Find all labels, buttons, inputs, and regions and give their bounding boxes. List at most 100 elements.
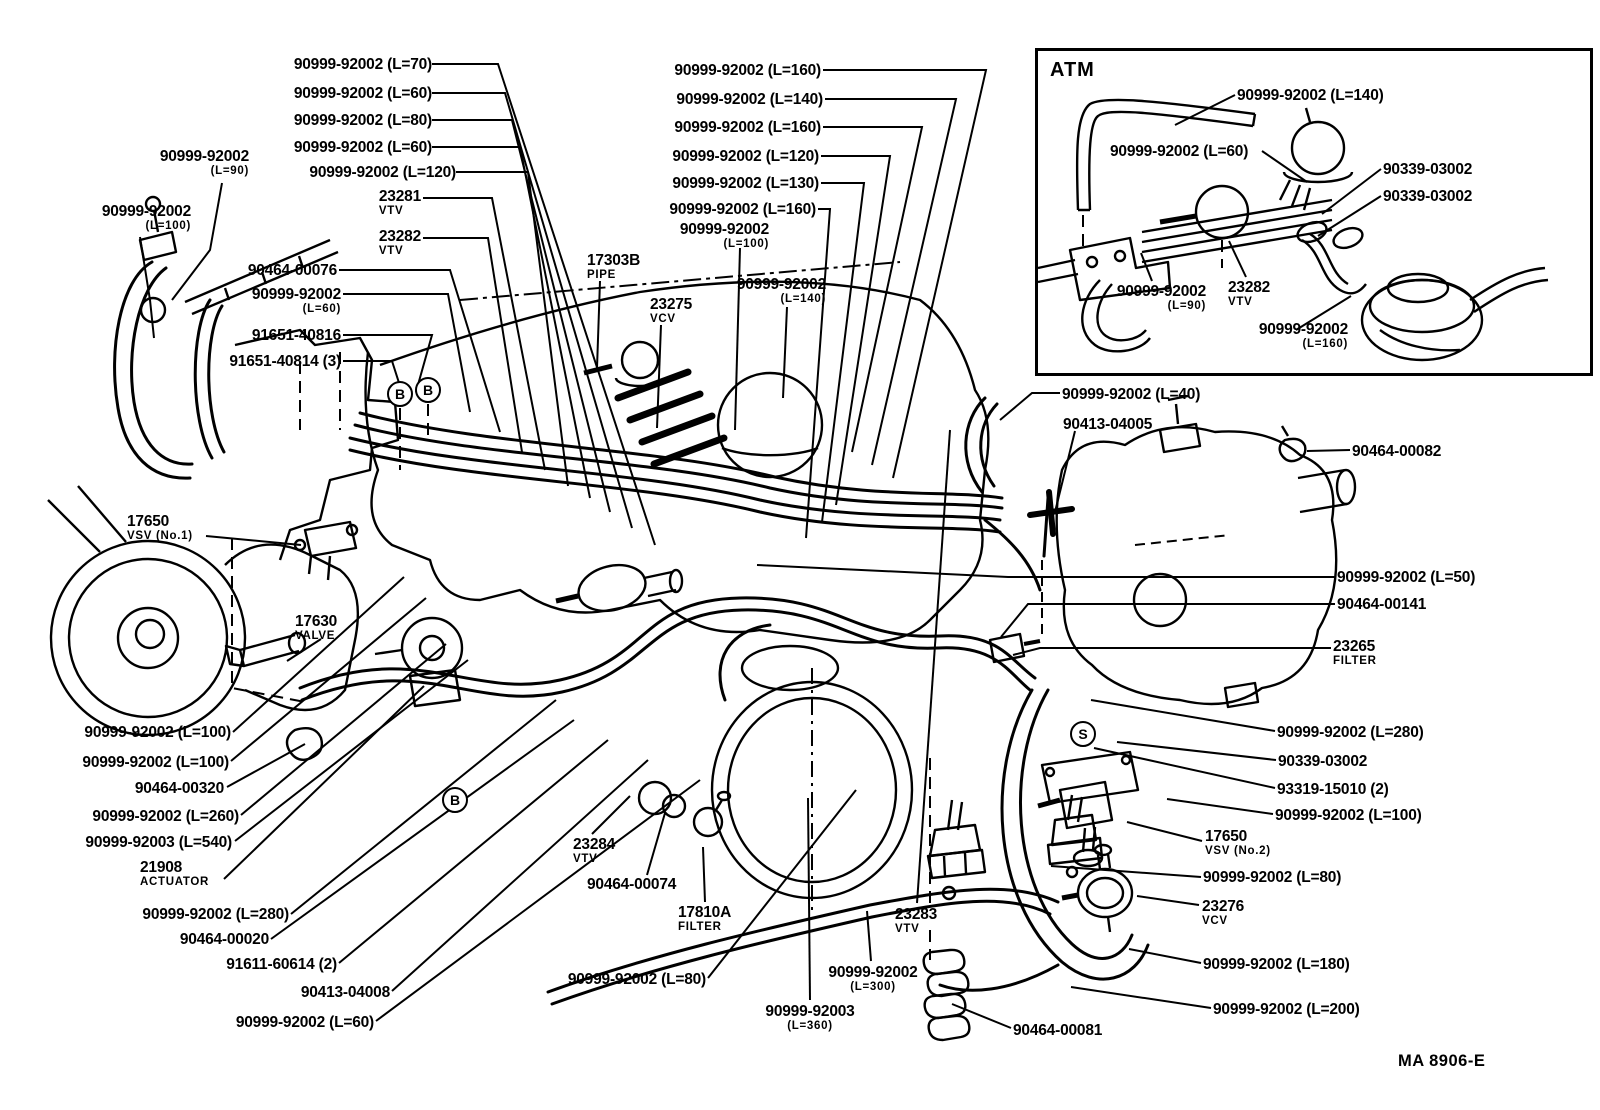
marker-circle-b: B <box>415 377 441 403</box>
part-label-90999-92002-l140: 90999-92002 (L=140) <box>676 91 823 108</box>
part-label-90999-92002-l130: 90999-92002 (L=130) <box>672 175 819 192</box>
part-label-90464-00082: 90464-00082 <box>1352 443 1442 460</box>
marker-letter: B <box>394 386 406 402</box>
leader-lines <box>139 63 1382 1029</box>
vcv-23275 <box>614 340 666 388</box>
part-label-90999-92002-l160: 90999-92002 (L=160) <box>674 62 821 79</box>
sensor-switches <box>926 794 1104 901</box>
marker-circle-s: S <box>1070 721 1096 747</box>
clamp-90464-00320 <box>285 727 324 761</box>
marker-circle-b: B <box>442 787 468 813</box>
marker-letter: B <box>422 382 434 398</box>
part-label-atm-90999-92002-l140: 90999-92002 (L=140) <box>1237 87 1384 104</box>
part-label-atm-90999-92002-l60: 90999-92002 (L=60) <box>1110 143 1249 160</box>
part-label-90999-92002-l120: 90999-92002 (L=120) <box>309 164 456 181</box>
clamp-90464-00082 <box>1278 425 1307 463</box>
filter-23265 <box>988 632 1041 664</box>
part-label-90999-92002-l100: 90999-92002(L=100) <box>679 221 769 251</box>
marker-letter: B <box>449 792 461 808</box>
part-label-90999-92002-l80: 90999-92002 (L=80) <box>1203 869 1342 886</box>
filter-17810a <box>692 790 732 838</box>
charcoal-canister <box>710 644 914 900</box>
part-label-90999-92002-l100: 90999-92002(L=100) <box>101 203 191 233</box>
part-label-91651-40814: 91651-40814 (3) <box>229 353 341 370</box>
part-label-90464-00081: 90464-00081 <box>1013 1022 1103 1039</box>
part-label-90999-92002-l200: 90999-92002 (L=200) <box>1213 1001 1360 1018</box>
part-label-atm-90339-03002: 90339-03002 <box>1383 161 1473 178</box>
part-label-90464-00141: 90464-00141 <box>1337 596 1427 613</box>
joint-90413-04005 <box>1027 489 1075 537</box>
part-label-91611-60614: 91611-60614 (2) <box>226 956 337 973</box>
part-label-90999-92002-l280: 90999-92002 (L=280) <box>142 906 289 923</box>
part-label-90999-92002-l300: 90999-92002(L=300) <box>828 964 918 994</box>
part-label-90413-04008: 90413-04008 <box>300 984 390 1001</box>
part-label-90999-92002-l100: 90999-92002 (L=100) <box>82 754 229 771</box>
vcv-23276 <box>1061 843 1134 933</box>
part-label-90999-92002-l180: 90999-92002 (L=180) <box>1203 956 1350 973</box>
part-label-90999-92002-l40: 90999-92002 (L=40) <box>1062 386 1201 403</box>
engine-outline <box>364 280 990 644</box>
part-label-atm-90339-03002: 90339-03002 <box>1383 188 1473 205</box>
part-label-90999-92002-l80: 90999-92002 (L=80) <box>293 112 432 129</box>
engine-parts <box>47 195 1357 1042</box>
pipe-17303b <box>583 363 613 376</box>
part-label-90999-92002-l50: 90999-92002 (L=50) <box>1337 569 1476 586</box>
part-label-atm-90999-92002-l90: 90999-92002(L=90) <box>1116 283 1206 313</box>
part-label-90339-03002: 90339-03002 <box>1278 753 1368 770</box>
part-label-90464-00074: 90464-00074 <box>587 876 677 893</box>
part-label-90999-92002-l140: 90999-92002(L=140) <box>736 276 826 306</box>
part-label-90999-92002-l100: 90999-92002 (L=100) <box>84 724 231 741</box>
vtv-23284 <box>637 780 687 819</box>
atm-inset-title: ATM <box>1050 59 1095 81</box>
part-label-90999-92002-l260: 90999-92002 (L=260) <box>92 808 239 825</box>
atm-inset-art <box>1037 98 1549 362</box>
pump-pulley <box>47 485 359 737</box>
right-engine-block <box>1055 394 1357 709</box>
part-label-90999-92002-l60: 90999-92002(L=60) <box>251 286 341 316</box>
part-label-90464-00076: 90464-00076 <box>247 262 337 279</box>
atm-inset-box: ATM <box>1035 48 1593 376</box>
part-label-90999-92002-l60: 90999-92002 (L=60) <box>235 1014 374 1031</box>
egr-actuator-21908 <box>374 616 464 708</box>
part-label-91651-40816: 91651-40816 <box>251 327 341 344</box>
part-label-90999-92003-l360: 90999-92003(L=360) <box>765 1003 855 1033</box>
part-label-90999-92002-l160: 90999-92002 (L=160) <box>669 201 816 218</box>
marker-circle-b: B <box>387 381 413 407</box>
part-label-90999-92002-l60: 90999-92002 (L=60) <box>293 139 432 156</box>
part-label-93319-15010: 93319-15010 (2) <box>1277 781 1389 798</box>
part-label-90999-92003-l540: 90999-92003 (L=540) <box>85 834 232 851</box>
part-label-atm-90999-92002-l160: 90999-92002(L=160) <box>1258 321 1348 351</box>
hose-lines <box>113 260 1150 1006</box>
part-label-90999-92002-l60: 90999-92002 (L=60) <box>293 85 432 102</box>
part-label-90999-92002-l160: 90999-92002 (L=160) <box>674 119 821 136</box>
spring-clamp-90464-00081 <box>922 948 971 1042</box>
hidden-lines <box>231 215 1231 960</box>
marker-letter: S <box>1078 726 1088 742</box>
part-label-90999-92002-l280: 90999-92002 (L=280) <box>1277 724 1424 741</box>
part-label-90999-92002-l90: 90999-92002(L=90) <box>159 148 249 178</box>
part-label-90999-92002-l80: 90999-92002 (L=80) <box>567 971 706 988</box>
center-vsv <box>555 563 684 613</box>
valve-17630 <box>224 631 307 668</box>
drawing-code: MA 8906-E <box>1398 1052 1486 1070</box>
part-label-90999-92002-l120: 90999-92002 (L=120) <box>672 148 819 165</box>
throttle-body <box>716 371 824 479</box>
part-label-90464-00020: 90464-00020 <box>179 931 269 948</box>
vsv-no1 <box>293 520 359 581</box>
